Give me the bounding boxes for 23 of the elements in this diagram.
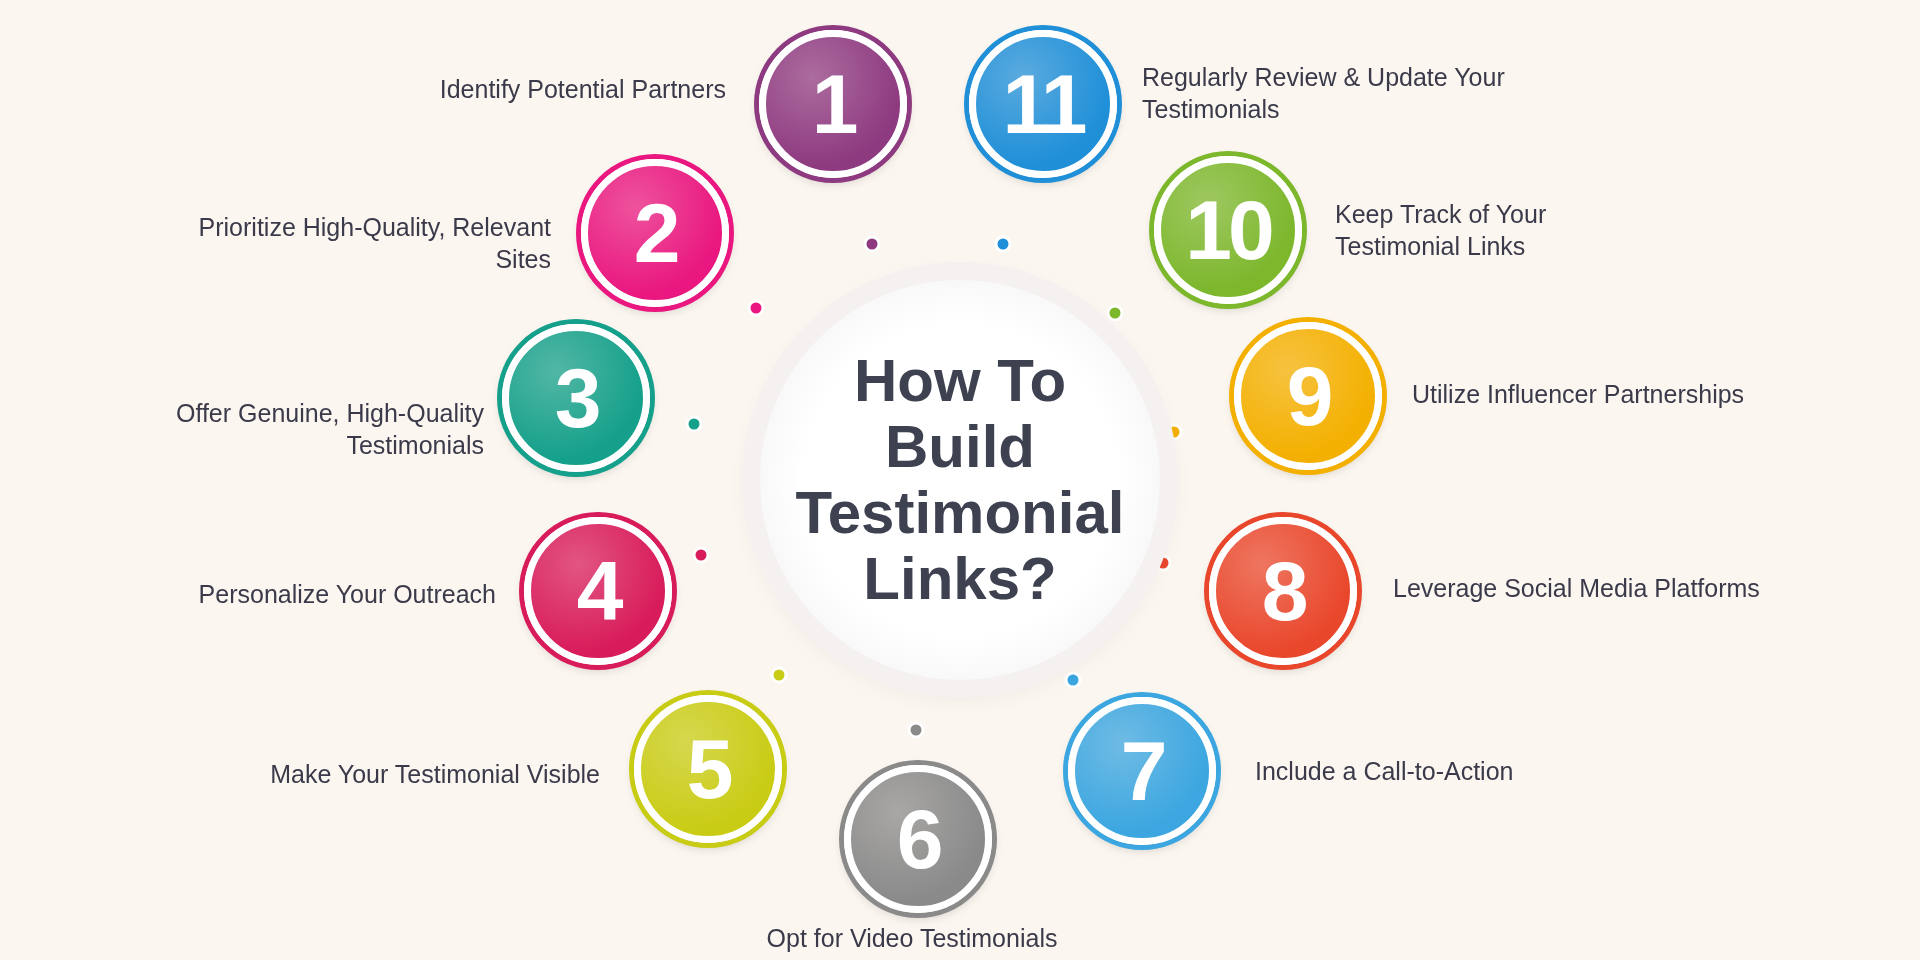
step-label: Keep Track of Your Testimonial Links: [1335, 199, 1548, 262]
step-number: 6: [896, 790, 940, 888]
step-number: 5: [686, 720, 730, 818]
step-label: Identify Potential Partners: [438, 74, 726, 105]
step-number: 8: [1261, 542, 1305, 640]
step-number: 1: [811, 55, 855, 153]
step-number: 10: [1185, 181, 1271, 279]
step-label: Utilize Influencer Partnerships: [1412, 379, 1746, 410]
step-number: 7: [1120, 722, 1164, 820]
step-label: Leverage Social Media Platforms: [1393, 573, 1761, 604]
step-label: Personalize Your Outreach: [197, 579, 496, 610]
step-number: 2: [633, 184, 677, 282]
step-number: 3: [554, 349, 598, 447]
step-label: Make Your Testimonial Visible: [269, 759, 600, 790]
step-label: Include a Call-to-Action: [1255, 756, 1515, 787]
step-number: 11: [1002, 55, 1084, 153]
title-text: How To Build Testimonial Links?: [795, 348, 1125, 612]
step-label: Offer Genuine, High-Quality Testimonials: [174, 398, 484, 461]
step-label: Prioritize High-Quality, Relevant Sites: [197, 212, 551, 275]
step-number: 9: [1286, 347, 1330, 445]
step-label: Opt for Video Testimonials: [765, 923, 1059, 954]
step-label: Regularly Review & Update Your Testimonials: [1142, 62, 1506, 125]
step-number: 4: [576, 542, 620, 640]
